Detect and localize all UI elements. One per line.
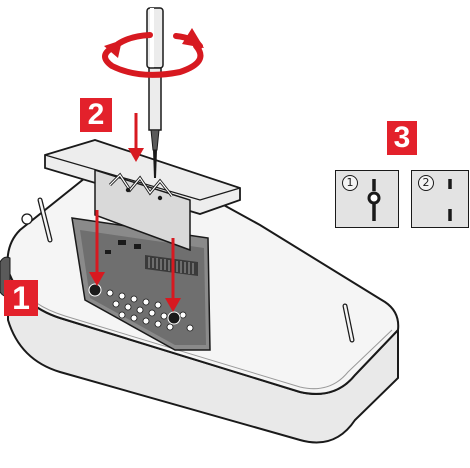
jumper-open-icon (448, 179, 452, 221)
screw-left (21, 213, 33, 225)
arrow-down-icon (89, 272, 105, 286)
step-2-label: 2 (87, 98, 105, 131)
screwdriver (146, 7, 164, 178)
step-3-badge: 3 (387, 121, 417, 155)
variant-2-number: 2 (418, 175, 434, 191)
pcb-compartment (71, 217, 211, 351)
pin-grid (106, 289, 194, 332)
arrow-down-icon (128, 148, 144, 162)
cover-piece (44, 139, 241, 252)
rotate-icon (102, 28, 204, 78)
jumper-hole-right (167, 311, 181, 325)
step-1-label: 1 (12, 279, 30, 316)
arrow-down-icon (165, 298, 181, 312)
variant-1-number: 1 (342, 175, 358, 191)
step-3-label: 3 (393, 121, 411, 154)
step-2-badge: 2 (80, 98, 112, 132)
variant-1-box: 1 (335, 170, 399, 228)
jumper-closed-icon (367, 179, 381, 221)
jumper-hole-left (88, 283, 102, 297)
insert-arrows (89, 210, 181, 312)
variant-2-box: 2 (411, 170, 469, 228)
step-1-badge: 1 (4, 280, 38, 316)
step2-arrow (128, 113, 144, 162)
